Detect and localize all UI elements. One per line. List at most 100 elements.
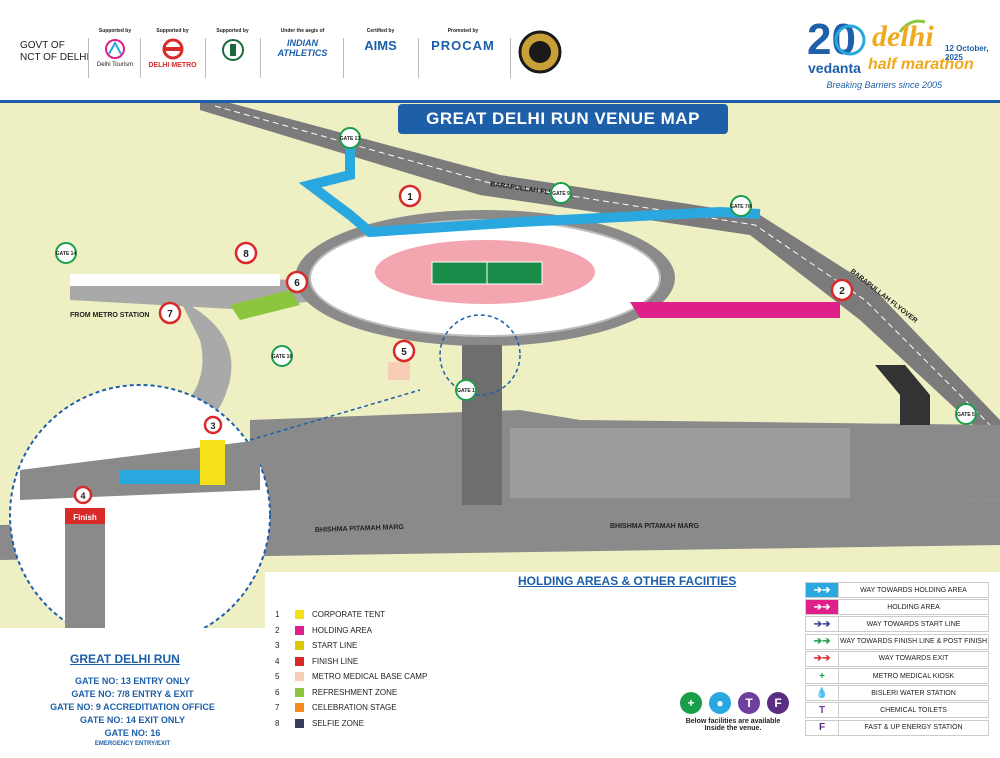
route-legend-swatch: ➔➔ — [806, 617, 839, 632]
marker-5-medical-base[interactable]: 5 — [392, 339, 416, 363]
delhi-metro-logo: Supported by DELHI METRO — [145, 28, 200, 69]
delhi-half-marathon-logo-icon: 20 — [807, 15, 926, 64]
divider — [88, 38, 89, 78]
gate-label: GATE 16 — [272, 354, 293, 360]
marker-number: 3 — [210, 421, 215, 431]
legend-item-label: SELFIE ZONE — [312, 718, 365, 728]
logo-name: Delhi Tourism — [96, 62, 134, 68]
barapullah-flyover-road — [200, 103, 1000, 450]
inset-finish-label: Finish — [73, 513, 97, 522]
gate-info-line: GATE NO: 16 — [104, 728, 161, 738]
gate-marker-9[interactable]: GATE 9 — [550, 182, 572, 204]
legend-item-number: 7 — [275, 703, 280, 712]
emblem-icon — [221, 39, 244, 61]
legend-swatch — [295, 703, 304, 712]
legend-swatch — [295, 641, 304, 650]
exit-route — [70, 274, 280, 286]
gate-marker-16[interactable]: GATE 16 — [271, 345, 293, 367]
route-legend-label: WAY TOWARDS FINISH LINE & POST FINISH — [839, 638, 988, 646]
indian-athletics-logo: Under the aegis of INDIAN ATHLETICS — [265, 28, 340, 58]
loop-road — [180, 300, 232, 420]
inset-callout-line — [249, 389, 421, 441]
marker-number: 4 — [80, 491, 85, 501]
marker-6-refreshment-zone[interactable]: 6 — [285, 270, 309, 294]
legend-item-label: REFRESHMENT ZONE — [312, 687, 398, 697]
delhi-tourism-icon — [105, 39, 125, 59]
route-towards-holding-area — [298, 148, 761, 238]
gate-info-panel — [0, 628, 265, 758]
inset-finish-chute — [65, 510, 105, 630]
sidebar-title: GREAT DELHI RUN — [70, 652, 180, 666]
legend-item-label: FINISH LINE — [312, 656, 359, 666]
legend-swatch — [295, 656, 304, 666]
divider — [418, 38, 419, 78]
marker-number: 2 — [839, 286, 845, 297]
route-legend-label: BISLERI WATER STATION — [871, 689, 956, 697]
divider — [343, 38, 344, 78]
toilet-icon: T — [738, 692, 760, 714]
gate-label: GATE 1 — [457, 388, 475, 394]
flyover-lane-marking — [214, 105, 1000, 436]
legend-item: 4 FINISH LINE — [275, 656, 359, 666]
legend-item-number: 1 — [275, 610, 280, 619]
vedanta-wordmark: vedanta — [808, 60, 861, 76]
gate-marker-14[interactable]: GATE 14 — [55, 242, 77, 264]
gate-info-footnote: EMERGENCY ENTRY/EXIT — [94, 741, 171, 747]
road-label: BHISHMA PITAMAH MARG — [610, 523, 700, 530]
logo-name: PROCAM — [431, 38, 495, 53]
legend-swatch — [295, 625, 304, 635]
divider — [510, 38, 511, 78]
marker-1-corporate-tent[interactable]: 1 — [398, 184, 422, 208]
route-legend-swatch: ➔➔ — [806, 600, 839, 615]
logo-name: INDIAN ATHLETICS — [277, 38, 328, 58]
legend-item-label: START LINE — [312, 641, 358, 650]
athletics-federation-seal-icon — [518, 30, 562, 74]
caption: Certified by — [366, 28, 395, 34]
marker-2-holding-area[interactable]: 2 — [830, 278, 854, 302]
holding-area-route — [630, 302, 840, 318]
gate-label: GATE 5 — [957, 412, 975, 418]
caption: Supported by — [98, 28, 132, 34]
gate-marker-7-8[interactable]: GATE 7/8 — [730, 195, 752, 217]
facilities-note: Below facilities are available Inside th… — [685, 718, 781, 732]
legend-item-number: 6 — [275, 687, 280, 697]
route-legend-row: ➔➔WAY TOWARDS FINISH LINE & POST FINISH — [805, 633, 989, 650]
marker-number: 8 — [243, 249, 249, 260]
medical-kiosk-icon: + — [680, 692, 702, 714]
procam-logo: Promoted by PROCAM — [423, 28, 503, 53]
legend-item: 3 START LINE — [275, 641, 357, 650]
gate-info-line: GATE NO: 14 EXIT ONLY — [79, 715, 186, 725]
gate-label: GATE 9 — [552, 191, 570, 197]
gate-marker-5[interactable]: GATE 5 — [955, 403, 977, 425]
route-legend-label: WAY TOWARDS EXIT — [878, 655, 949, 663]
route-legend-label: HOLDING AREA — [887, 603, 940, 611]
marker-number: 5 — [401, 347, 407, 358]
gate-marker-13[interactable]: GATE 13 — [339, 127, 361, 149]
road-label: FROM METRO STATION — [70, 312, 149, 319]
marker-7-celebration-stage[interactable]: 7 — [158, 301, 182, 325]
route-legend-swatch: ➔➔ — [806, 583, 839, 597]
legend-item-number: 4 — [275, 656, 280, 666]
tagline: Breaking Barriers since 2005 — [826, 80, 942, 90]
route-legend-row: 💧BISLERI WATER STATION — [805, 685, 989, 702]
medical-base-camp-area — [388, 362, 410, 380]
route-legend-swatch: T — [806, 703, 839, 718]
legend-item-label: CELEBRATION STAGE — [312, 703, 397, 712]
legend-item-label: METRO MEDICAL BASE CAMP — [312, 672, 428, 681]
route-legend-label: WAY TOWARDS START LINE — [866, 620, 961, 628]
gate-marker-1[interactable]: GATE 1 — [455, 379, 477, 401]
marker-3-start-line[interactable]: 3 — [203, 415, 223, 435]
route-legend-label: FAST & UP ENERGY STATION — [864, 724, 963, 732]
legend-item-number: 3 — [275, 641, 280, 650]
parking-lot — [510, 428, 850, 498]
marker-4-finish-line[interactable]: 4 — [73, 485, 93, 505]
refreshment-zone-area — [230, 290, 300, 320]
marker-8-selfie-zone[interactable]: 8 — [234, 241, 258, 265]
logo-name: DELHI METRO — [148, 62, 197, 69]
emblem-logo: Supported by — [210, 28, 255, 64]
